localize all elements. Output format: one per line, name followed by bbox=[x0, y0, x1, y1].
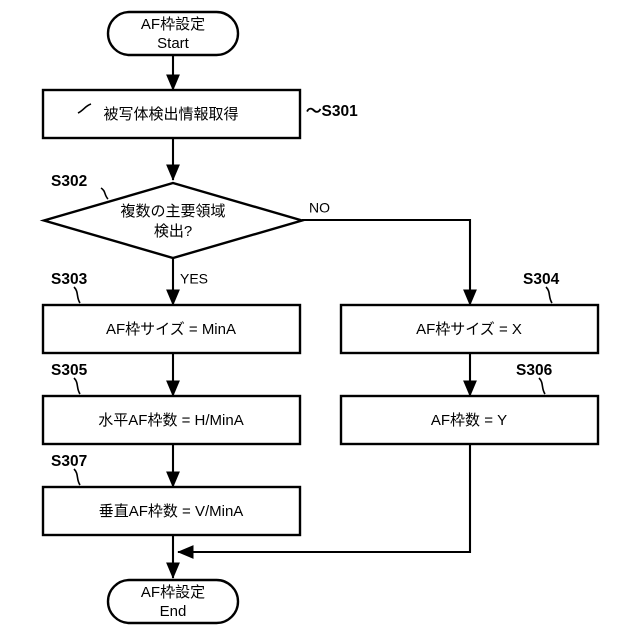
step-number-s302: S302 bbox=[51, 173, 87, 190]
process-label-s304: AF枠サイズ = X bbox=[416, 321, 522, 338]
decision-diamond-s302 bbox=[39, 181, 307, 260]
connector-s302-no-to-s304 bbox=[302, 218, 477, 306]
step-number-s307: S307 bbox=[51, 453, 87, 470]
branch-label-no: NO bbox=[309, 200, 330, 216]
step-tick-s301 bbox=[77, 103, 92, 114]
process-box-s304 bbox=[339, 303, 600, 355]
end-label-line1: AF枠設定 bbox=[141, 584, 205, 601]
process-label-s307: 垂直AF枠数 = V/MinA bbox=[99, 503, 244, 520]
process-label-s306: AF枠数 = Y bbox=[431, 412, 507, 429]
decision-label-line2: 検出? bbox=[154, 223, 192, 240]
decision-label-line1: 複数の主要領域 bbox=[120, 203, 225, 220]
start-terminator bbox=[106, 10, 240, 57]
end-terminator bbox=[106, 578, 240, 625]
process-box-s301 bbox=[41, 88, 302, 140]
end-label-line2: End bbox=[160, 603, 187, 620]
start-label-line2: Start bbox=[157, 35, 190, 52]
process-label-s301: 被写体検出情報取得 bbox=[103, 106, 238, 123]
step-number-s303: S303 bbox=[51, 271, 88, 288]
step-tick-s306 bbox=[538, 377, 546, 395]
step-tick-s302 bbox=[100, 187, 109, 200]
process-box-s306 bbox=[339, 394, 600, 446]
process-label-s305: 水平AF枠数 = H/MinA bbox=[98, 412, 243, 429]
step-number-s301: ～S301 bbox=[306, 103, 358, 120]
step-tick-s305 bbox=[73, 377, 81, 395]
start-label-line1: AF枠設定 bbox=[141, 16, 205, 33]
step-number-s305: S305 bbox=[51, 362, 88, 379]
process-box-s307 bbox=[41, 485, 302, 537]
process-box-s303 bbox=[41, 303, 302, 355]
connector-s306-merge-to-end bbox=[177, 444, 472, 559]
step-number-s304: S304 bbox=[523, 271, 560, 288]
branch-label-yes: YES bbox=[180, 271, 208, 287]
process-box-s305 bbox=[41, 394, 302, 446]
step-tick-s303 bbox=[73, 286, 81, 304]
step-tick-s307 bbox=[73, 468, 81, 486]
process-label-s303: AF枠サイズ = MinA bbox=[106, 321, 236, 338]
step-tick-s304 bbox=[545, 286, 553, 304]
step-number-s306: S306 bbox=[516, 362, 553, 379]
